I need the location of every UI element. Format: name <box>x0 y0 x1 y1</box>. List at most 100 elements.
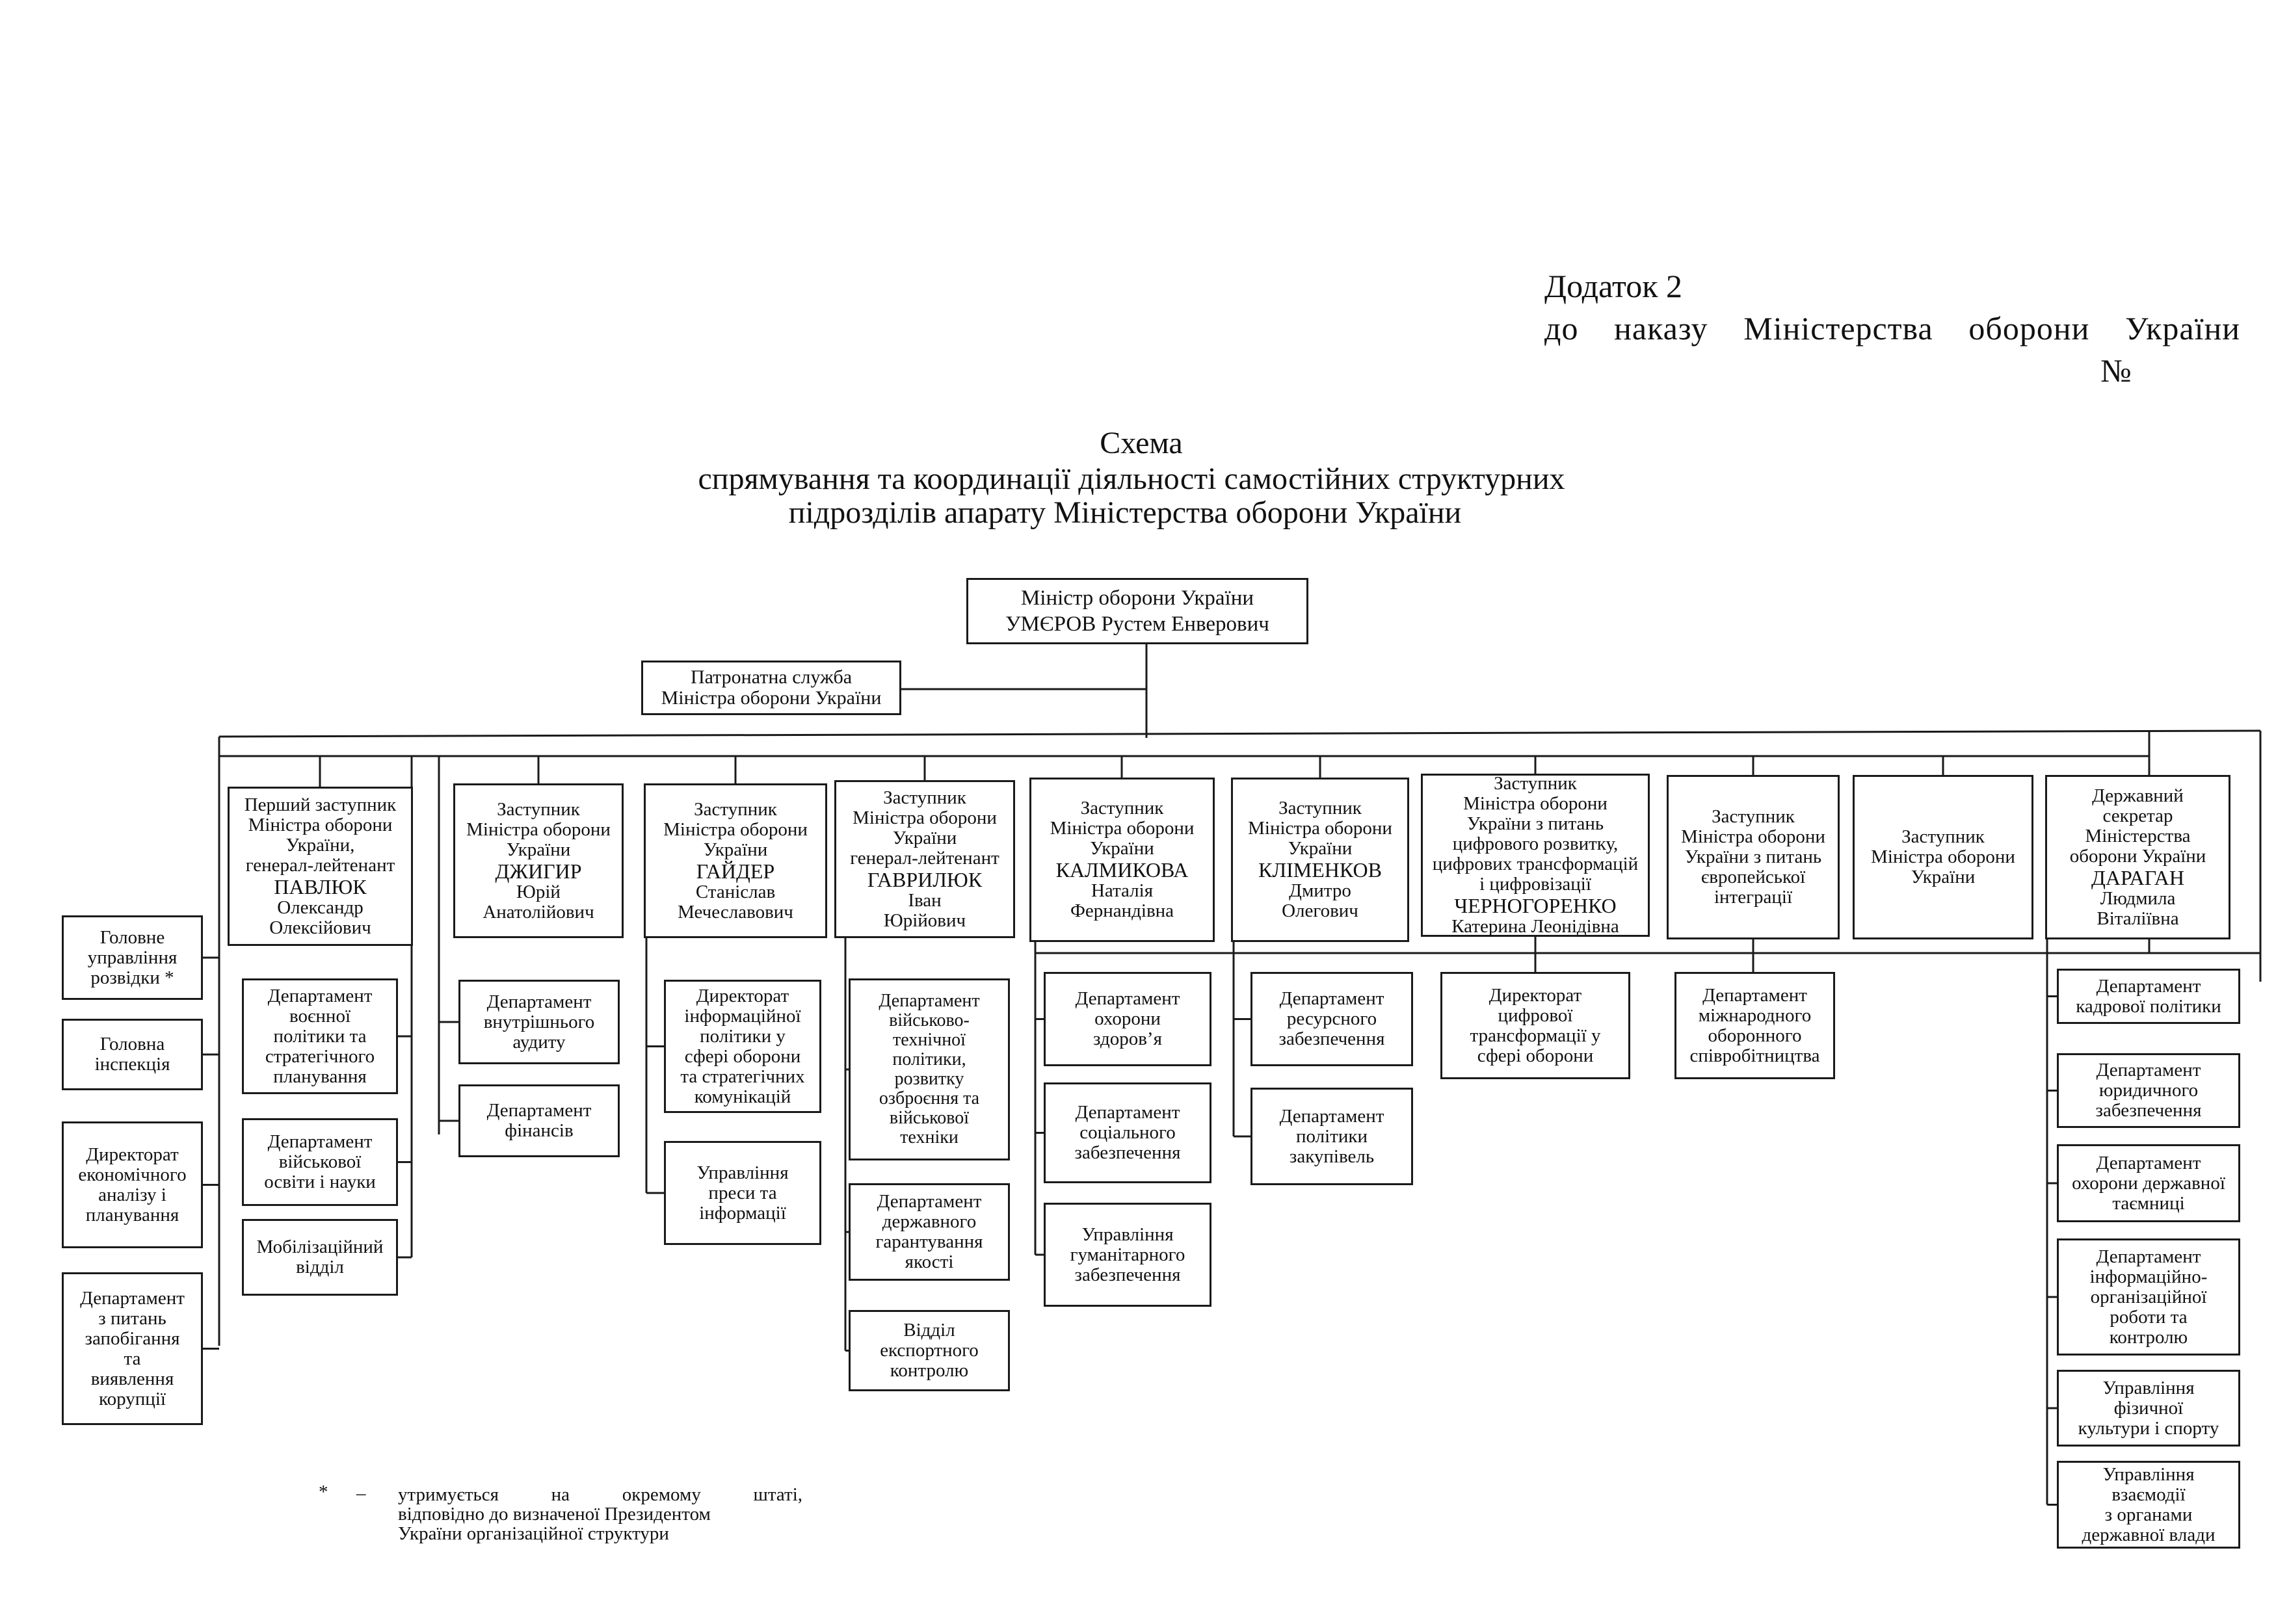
deputy-2-box-line: України <box>506 839 571 860</box>
footnote-line1: утримується на окремому штаті, <box>398 1484 802 1505</box>
left-unit-3-line: планування <box>85 1204 179 1225</box>
footnote-line2: відповідно до визначеної Президентом <box>398 1504 711 1525</box>
left-unit-1-line: Головне <box>99 926 165 948</box>
minister-box: Міністр оборони України УМЄРОВ Рустем Ен… <box>966 578 1308 644</box>
deputy-5-unit-3-line: забезпечення <box>1074 1264 1181 1285</box>
deputy-3-unit-1-line: інформаційної <box>684 1005 801 1027</box>
deputy-4-unit-1-line: озброєння та <box>879 1088 980 1108</box>
deputy-3-box-line: Міністра оборони <box>663 819 808 840</box>
deputy-6-unit-2-line: закупівель <box>1289 1146 1375 1167</box>
left-unit-4-line: запобігання <box>85 1328 180 1349</box>
deputy-8-unit-1-line: оборонного <box>1708 1025 1802 1046</box>
deputy-3-unit-1-line: Директорат <box>696 985 789 1006</box>
deputy-5-given-name: Фернандівна <box>1070 900 1174 921</box>
deputy-1-unit-1-line: Департамент <box>267 985 373 1006</box>
deputy-2-given-name: Юрій <box>516 881 561 902</box>
deputy-1-box-line: України, <box>285 834 355 856</box>
left-unit-4-line: корупції <box>99 1388 166 1409</box>
deputy-10-unit-6-line: взаємодії <box>2111 1484 2186 1505</box>
deputy-4-given-name: Юрійович <box>883 910 966 931</box>
order-reference: до наказу Міністерства оборони України <box>1544 310 2240 347</box>
deputy-1-surname: ПАВЛЮК <box>274 874 367 898</box>
deputy-3-given-name: Мечеславович <box>678 901 793 923</box>
deputy-8-box-line: Заступник <box>1712 806 1795 827</box>
left-unit-3-line: Директорат <box>86 1144 179 1165</box>
deputy-10-unit-3-line: охорони державної <box>2072 1172 2225 1194</box>
deputy-1-unit-2-line: Департамент <box>267 1131 373 1152</box>
deputy-3-unit-1-line: політики у <box>700 1025 786 1047</box>
deputy-10-given-name: Віталіївна <box>2097 908 2179 929</box>
deputy-1-unit-1-line: воєнної <box>289 1005 351 1027</box>
diagram-subtitle-line2: підрозділів апарату Міністерства оборони… <box>788 495 1462 530</box>
deputy-1-box-line: генерал-лейтенант <box>245 854 395 876</box>
deputy-2-unit-1-line: аудиту <box>512 1031 566 1053</box>
deputy-10-unit-3-line: Департамент <box>2096 1152 2201 1173</box>
patronage-line1: Патронатна служба <box>690 666 853 688</box>
deputy-10-unit-1-line: Департамент <box>2096 975 2201 997</box>
left-unit-3-line: економічного <box>78 1164 187 1185</box>
left-unit-1-line: розвідки * <box>90 967 174 988</box>
deputy-4-unit-3-line: контролю <box>890 1360 969 1381</box>
deputy-10-unit-4-line: інформаційно- <box>2089 1266 2208 1287</box>
deputy-4-unit-3-line: Відділ <box>903 1320 955 1341</box>
deputy-2-unit-1-line: внутрішнього <box>483 1011 595 1032</box>
deputy-5-given-name: Наталія <box>1091 880 1154 901</box>
deputy-10-surname: ДАРАГАН <box>2091 865 2184 889</box>
deputy-6-surname: КЛІМЕНКОВ <box>1258 858 1382 882</box>
deputy-5-box-line: Заступник <box>1080 798 1164 819</box>
deputy-4-unit-1-line: технічної <box>893 1030 966 1050</box>
deputy-10-unit-4-line: організаційної <box>2090 1286 2207 1307</box>
deputy-5-unit-1-line: Департамент <box>1075 988 1180 1009</box>
deputy-10-unit-6-line: Управління <box>2102 1463 2195 1485</box>
deputy-10-box-line: Міністерства <box>2085 825 2191 846</box>
deputy-7-unit-1-line: сфері оборони <box>1477 1045 1594 1066</box>
deputy-3-surname: ГАЙДЕР <box>696 859 775 883</box>
deputy-1-unit-3-line: Мобілізаційний <box>256 1237 384 1257</box>
deputy-7-box-line: цифрових трансформацій <box>1432 854 1639 874</box>
deputy-5-unit-1-line: охорони <box>1094 1008 1161 1029</box>
deputy-7-unit-1-line: трансформації у <box>1470 1025 1601 1046</box>
deputy-10-box-line: Державний <box>2092 785 2184 806</box>
deputy-8-unit-1-line: міжнародного <box>1698 1004 1812 1026</box>
deputy-8-box-line: європейської <box>1700 867 1806 887</box>
deputy-5-surname: КАЛМИКОВА <box>1055 858 1189 882</box>
deputy-2-box-line: Заступник <box>497 798 580 820</box>
deputy-1-unit-2-line: військової <box>278 1151 362 1172</box>
deputy-8-unit-1-line: співробітництва <box>1689 1045 1820 1066</box>
deputy-4-surname: ГАВРИЛЮК <box>867 867 983 891</box>
deputy-7-box-line: України з питань <box>1466 813 1604 834</box>
deputy-1-unit-1-line: політики та <box>273 1025 367 1047</box>
deputy-5-unit-1-line: здоров’я <box>1093 1028 1162 1049</box>
left-unit-4-line: та <box>124 1348 141 1369</box>
deputy-3-unit-2-line: преси та <box>708 1182 777 1203</box>
deputy-6-unit-1-line: забезпечення <box>1278 1028 1385 1049</box>
deputy-4-box-line: Заступник <box>883 787 966 808</box>
deputy-1-unit-1-line: планування <box>273 1066 367 1087</box>
deputy-10-unit-4-line: роботи та <box>2110 1306 2188 1328</box>
deputy-7-surname: ЧЕРНОГОРЕНКО <box>1454 894 1617 917</box>
left-unit-4-line: Департамент <box>80 1287 185 1309</box>
deputy-10-unit-6-line: з органами <box>2104 1504 2193 1525</box>
deputy-6-box-line: Міністра оборони <box>1248 818 1392 839</box>
deputy-10-unit-3-line: таємниці <box>2112 1192 2185 1214</box>
connector-line <box>218 729 2261 738</box>
deputy-3-unit-1-line: сфері оборони <box>684 1045 801 1067</box>
